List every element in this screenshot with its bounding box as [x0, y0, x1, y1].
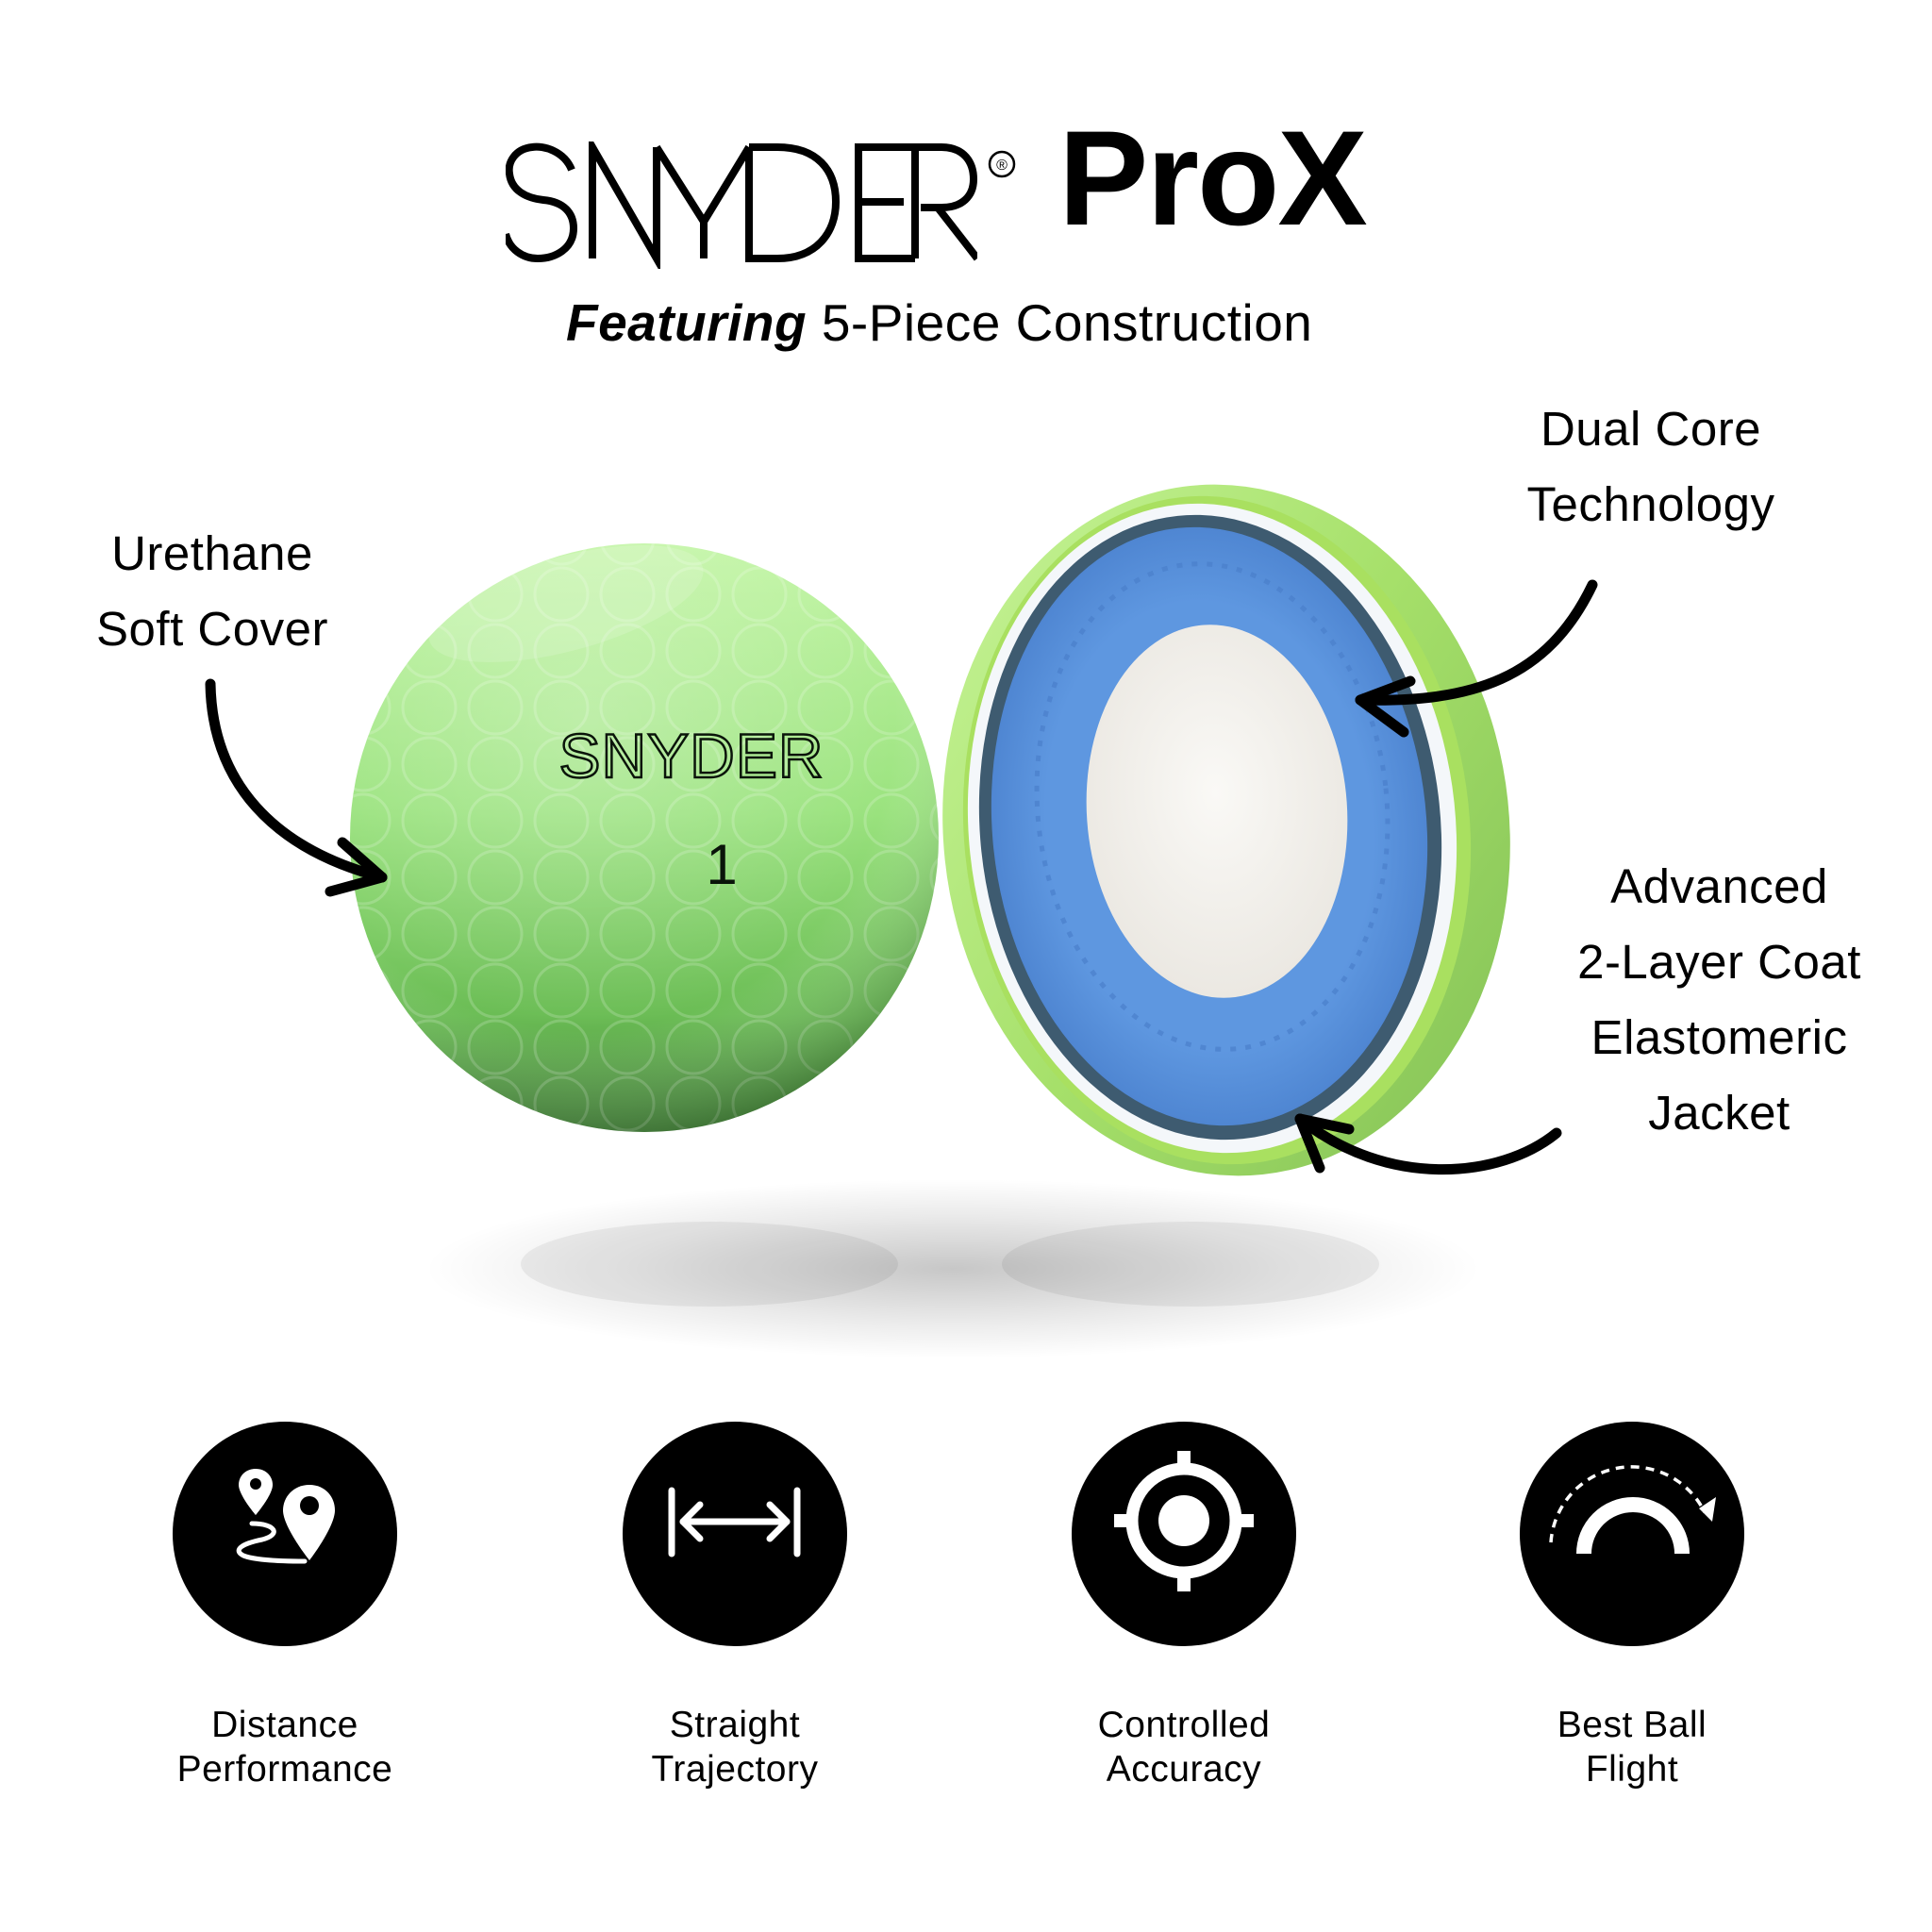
feature-label-line: Flight	[1585, 1749, 1679, 1790]
feature-best-ball-flight: Best Ball Flight	[1481, 1422, 1783, 1791]
feature-straight-trajectory: Straight Trajectory	[584, 1422, 886, 1791]
callout-line: Advanced	[1610, 859, 1828, 913]
feature-label-line: Controlled	[1097, 1705, 1271, 1745]
callout-elastomeric-jacket: Advanced 2-Layer Coat Elastomeric Jacket	[1547, 849, 1891, 1151]
snyder-logo	[506, 142, 977, 269]
feature-label-line: Best Ball	[1557, 1705, 1707, 1745]
dual-core-arrow	[1355, 579, 1598, 706]
floor-shadow	[425, 1179, 1481, 1358]
callout-urethane-cover: Urethane Soft Cover	[57, 516, 368, 667]
feature-distance-performance: Distance Performance	[134, 1422, 436, 1791]
feature-label-line: Trajectory	[651, 1749, 819, 1790]
feature-controlled-accuracy: Controlled Accuracy	[1033, 1422, 1335, 1791]
ball-imprint-number: 1	[706, 833, 737, 896]
callout-line: Soft Cover	[96, 602, 328, 656]
feature-label-line: Distance	[211, 1705, 358, 1745]
map-route-pins-icon	[173, 1422, 397, 1646]
subtitle-text: 5-Piece Construction	[807, 293, 1313, 352]
horizontal-span-arrow-icon	[623, 1422, 847, 1646]
callout-line: Technology	[1526, 477, 1775, 531]
registered-trademark: ®	[987, 149, 1017, 179]
inner-core	[1086, 625, 1348, 998]
feature-label-line: Performance	[176, 1749, 393, 1790]
callout-line: Urethane	[111, 526, 313, 580]
subtitle: Featuring 5-Piece Construction	[566, 297, 1312, 349]
ball-imprint-brand: SNYDER	[558, 721, 824, 791]
crosshair-target-icon	[1072, 1422, 1296, 1646]
arc-flight-path-icon	[1520, 1422, 1744, 1646]
callout-line: 2-Layer Coat	[1577, 935, 1861, 989]
callout-line: Elastomeric	[1591, 1010, 1848, 1064]
golf-ball	[350, 543, 939, 1132]
jacket-arrow	[1294, 1113, 1562, 1175]
feature-label-line: Straight	[669, 1705, 801, 1745]
svg-text:®: ®	[996, 158, 1008, 174]
callout-line: Dual Core	[1540, 402, 1762, 456]
callout-line: Jacket	[1648, 1086, 1790, 1140]
feature-label-line: Accuracy	[1106, 1749, 1262, 1790]
ball-cross-section	[942, 484, 1510, 1176]
callout-dual-core: Dual Core Technology	[1481, 391, 1821, 542]
urethane-arrow	[205, 678, 388, 883]
product-name: ProX	[1058, 104, 1368, 254]
subtitle-emphasis: Featuring	[566, 293, 808, 352]
